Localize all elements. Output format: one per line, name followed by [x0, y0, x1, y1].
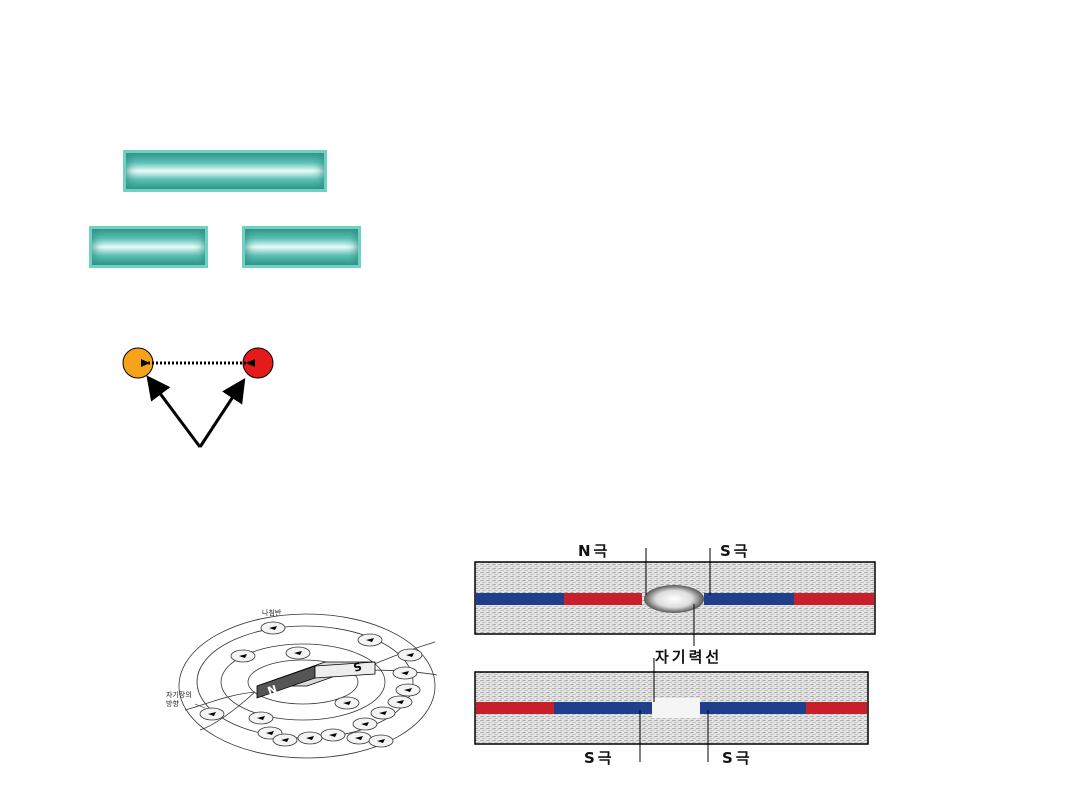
bottom-right-pole-label: S극: [722, 749, 753, 767]
top-right-pole-label: S극: [720, 542, 751, 560]
bar-magnet: [256, 661, 376, 699]
magnet-s-label: S: [352, 660, 364, 675]
top-concept-box: [123, 150, 327, 192]
bar-magnet-compass-diagram: N S: [178, 613, 438, 759]
particle-interaction-diagram: [122, 347, 274, 448]
red-particle: [242, 347, 274, 379]
iron-filings-diagram: [474, 548, 876, 762]
field-direction-label-2: 방향: [166, 700, 179, 708]
field-direction-label-1: 자기장의: [166, 691, 192, 699]
magnet-n-label: N: [266, 683, 279, 698]
top-left-pole-label: N극: [578, 542, 611, 560]
right-concept-box: [242, 226, 361, 268]
right-pointer-arrow: [198, 377, 246, 448]
field-lines-label: 자기력선: [655, 648, 723, 666]
compass-label: 나침반: [262, 609, 282, 617]
left-pointer-arrow: [146, 375, 202, 448]
bottom-left-pole-label: S극: [584, 749, 615, 767]
left-concept-box: [89, 226, 208, 268]
